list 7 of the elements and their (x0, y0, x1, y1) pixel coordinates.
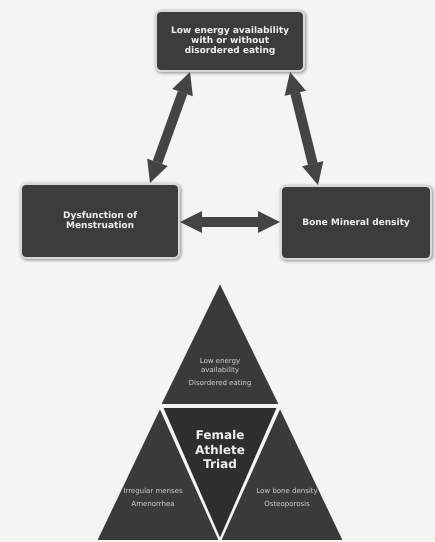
process-box: Dysfunction of Menstruation (20, 183, 180, 259)
segment-text: Female Athlete Triad (194, 428, 246, 472)
process-box: Low energy availability with or without disordered eating (155, 10, 305, 72)
double-arrow (180, 211, 280, 233)
double-arrow (147, 72, 193, 183)
double-arrow (284, 72, 324, 185)
process-box: Bone Mineral density (280, 185, 432, 260)
